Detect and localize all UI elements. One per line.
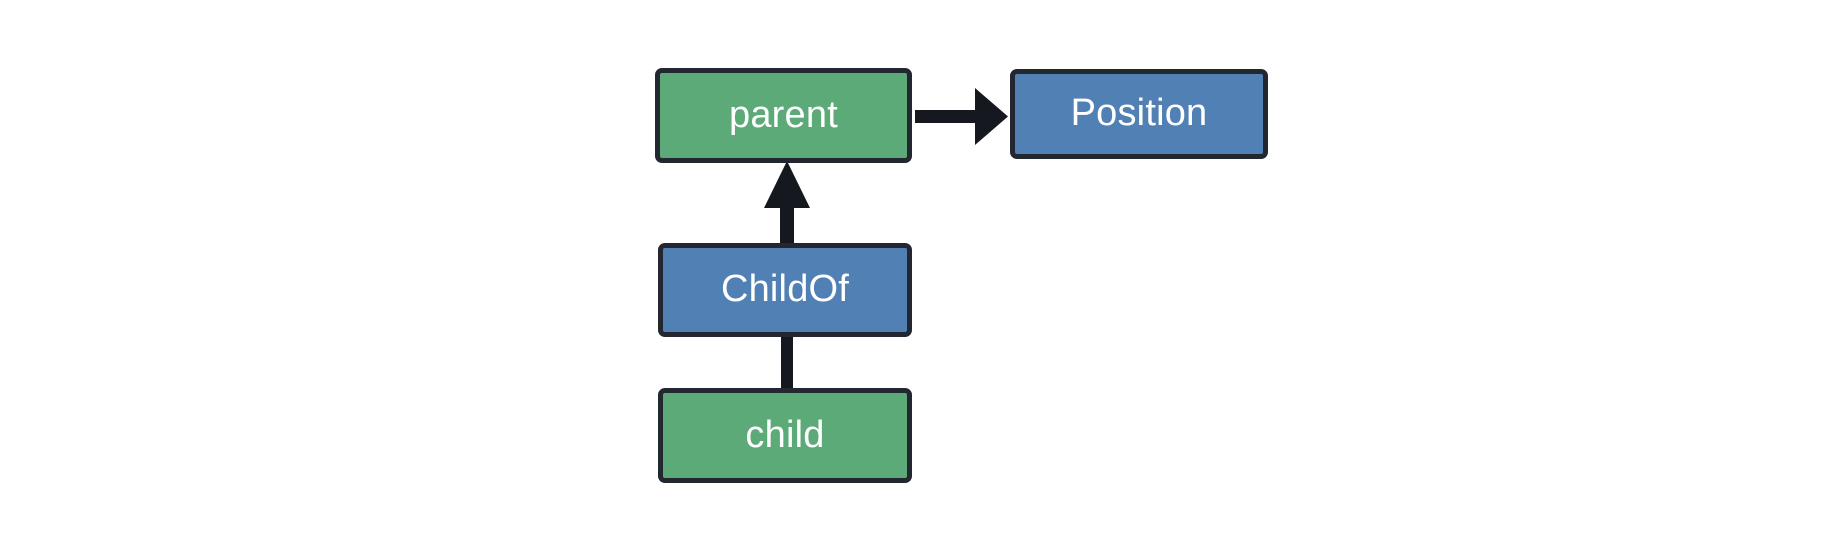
node-child[interactable]: child [658,388,912,483]
edge-childof-to-parent [764,161,810,245]
node-position[interactable]: Position [1010,69,1268,159]
node-position-label: Position [1070,92,1208,134]
node-childof-label: ChildOf [720,268,850,310]
node-childof[interactable]: ChildOf [658,243,912,337]
node-parent[interactable]: parent [655,68,912,163]
node-parent-label: parent [729,93,838,136]
edge-parent-to-position [915,88,1008,145]
edge-child-to-childof [781,333,793,391]
node-child-label: child [745,413,825,456]
